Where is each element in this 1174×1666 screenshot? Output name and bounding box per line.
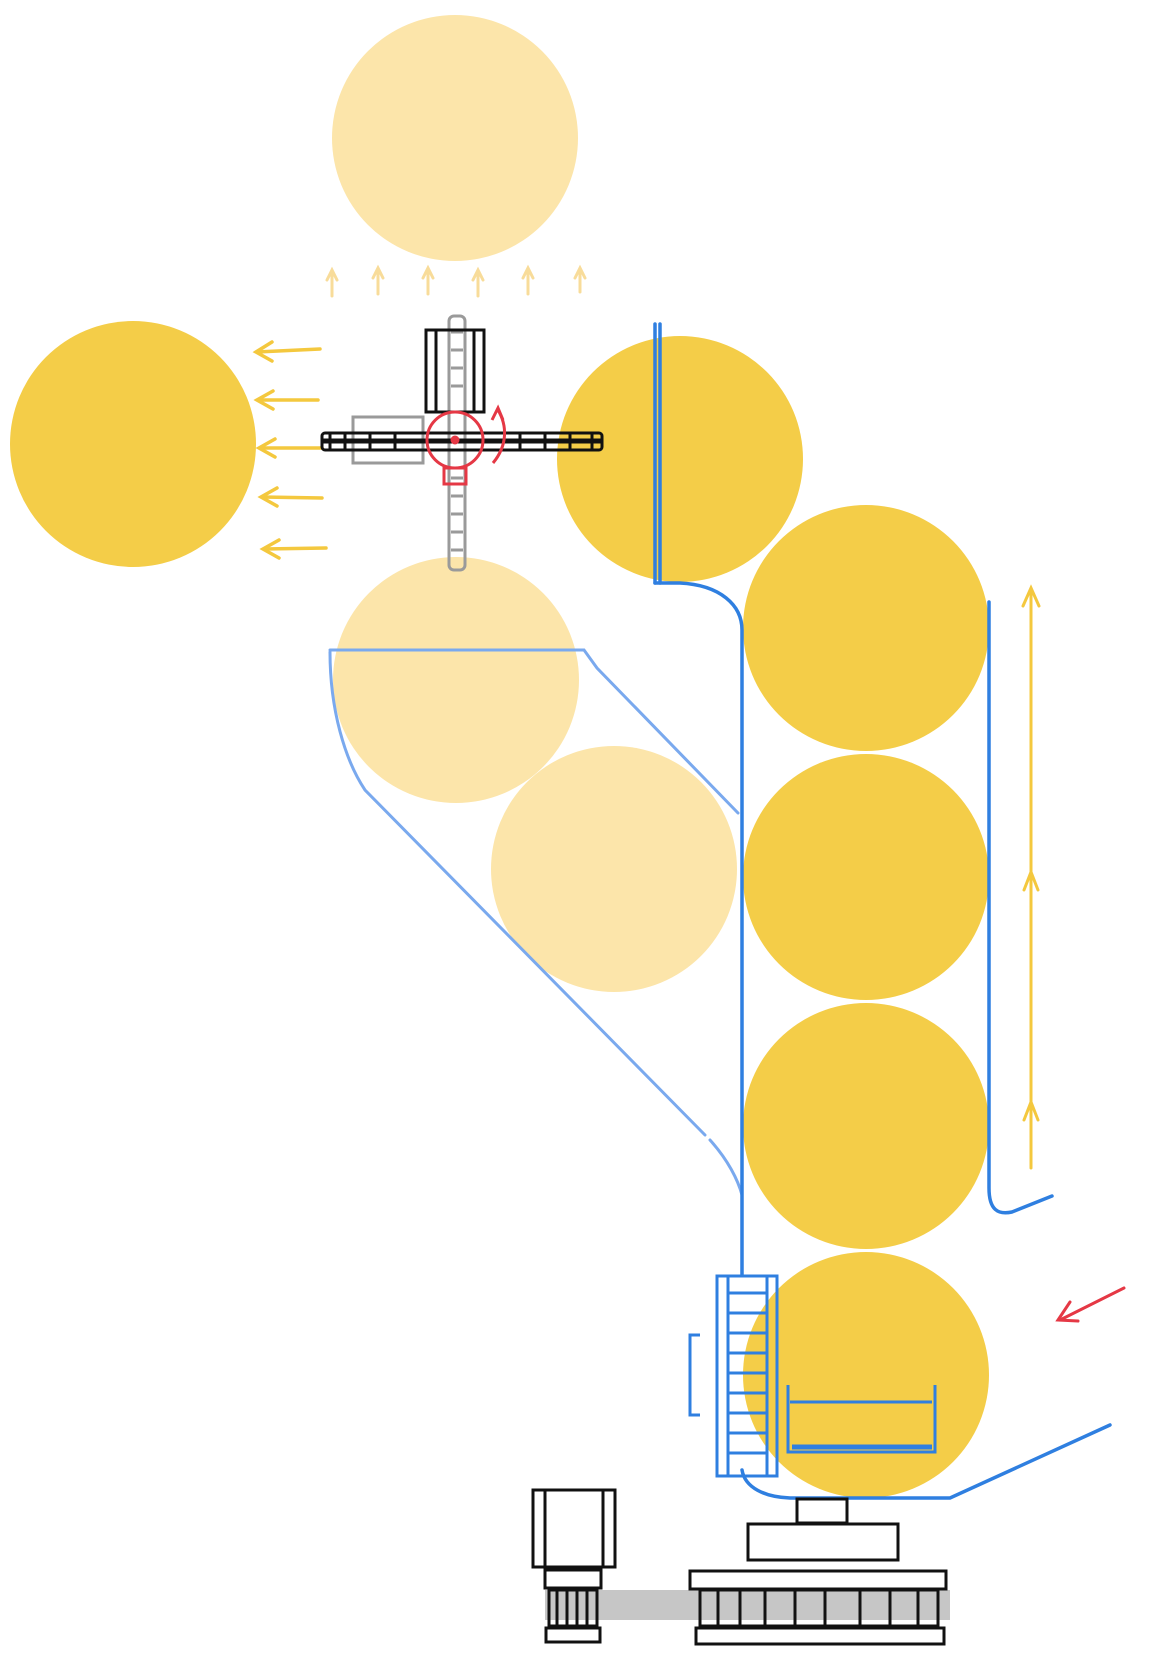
lift-direction-arrow — [1021, 584, 1041, 1170]
ball-lift-1 — [743, 505, 989, 751]
tube-right-wall — [987, 600, 1054, 1215]
faded-balls — [332, 15, 737, 992]
launcher-arm-horizontal — [320, 431, 604, 452]
intake-tray — [786, 1385, 937, 1454]
tube-left-wall — [653, 581, 744, 1277]
gear-icon — [715, 1274, 779, 1478]
intake-paddle-wheel — [688, 1274, 937, 1478]
motor-icon — [531, 1488, 617, 1569]
launch-left-arrows — [252, 340, 328, 560]
ball-at-launcher — [557, 336, 803, 582]
ball-lift-intake — [743, 1252, 989, 1498]
insert-ball-arrow — [1055, 1286, 1126, 1323]
ball-launched-left — [10, 321, 256, 567]
ball-lift-2 — [743, 754, 989, 1000]
launcher-hub — [425, 404, 506, 486]
gear-icon — [698, 1588, 940, 1628]
drive-base — [531, 1488, 950, 1646]
lift-tube — [653, 322, 1112, 1500]
ball-under-launcher — [333, 557, 579, 803]
ball-launched-up — [332, 15, 578, 261]
solid-balls — [10, 321, 989, 1498]
motor-icon — [424, 328, 486, 414]
spinning-cross-launcher-icon — [320, 314, 604, 572]
launch-up-arrows — [325, 264, 587, 298]
ball-lift-3 — [743, 1003, 989, 1249]
drive-belt — [545, 1590, 950, 1620]
ball-return-chute — [491, 746, 737, 992]
